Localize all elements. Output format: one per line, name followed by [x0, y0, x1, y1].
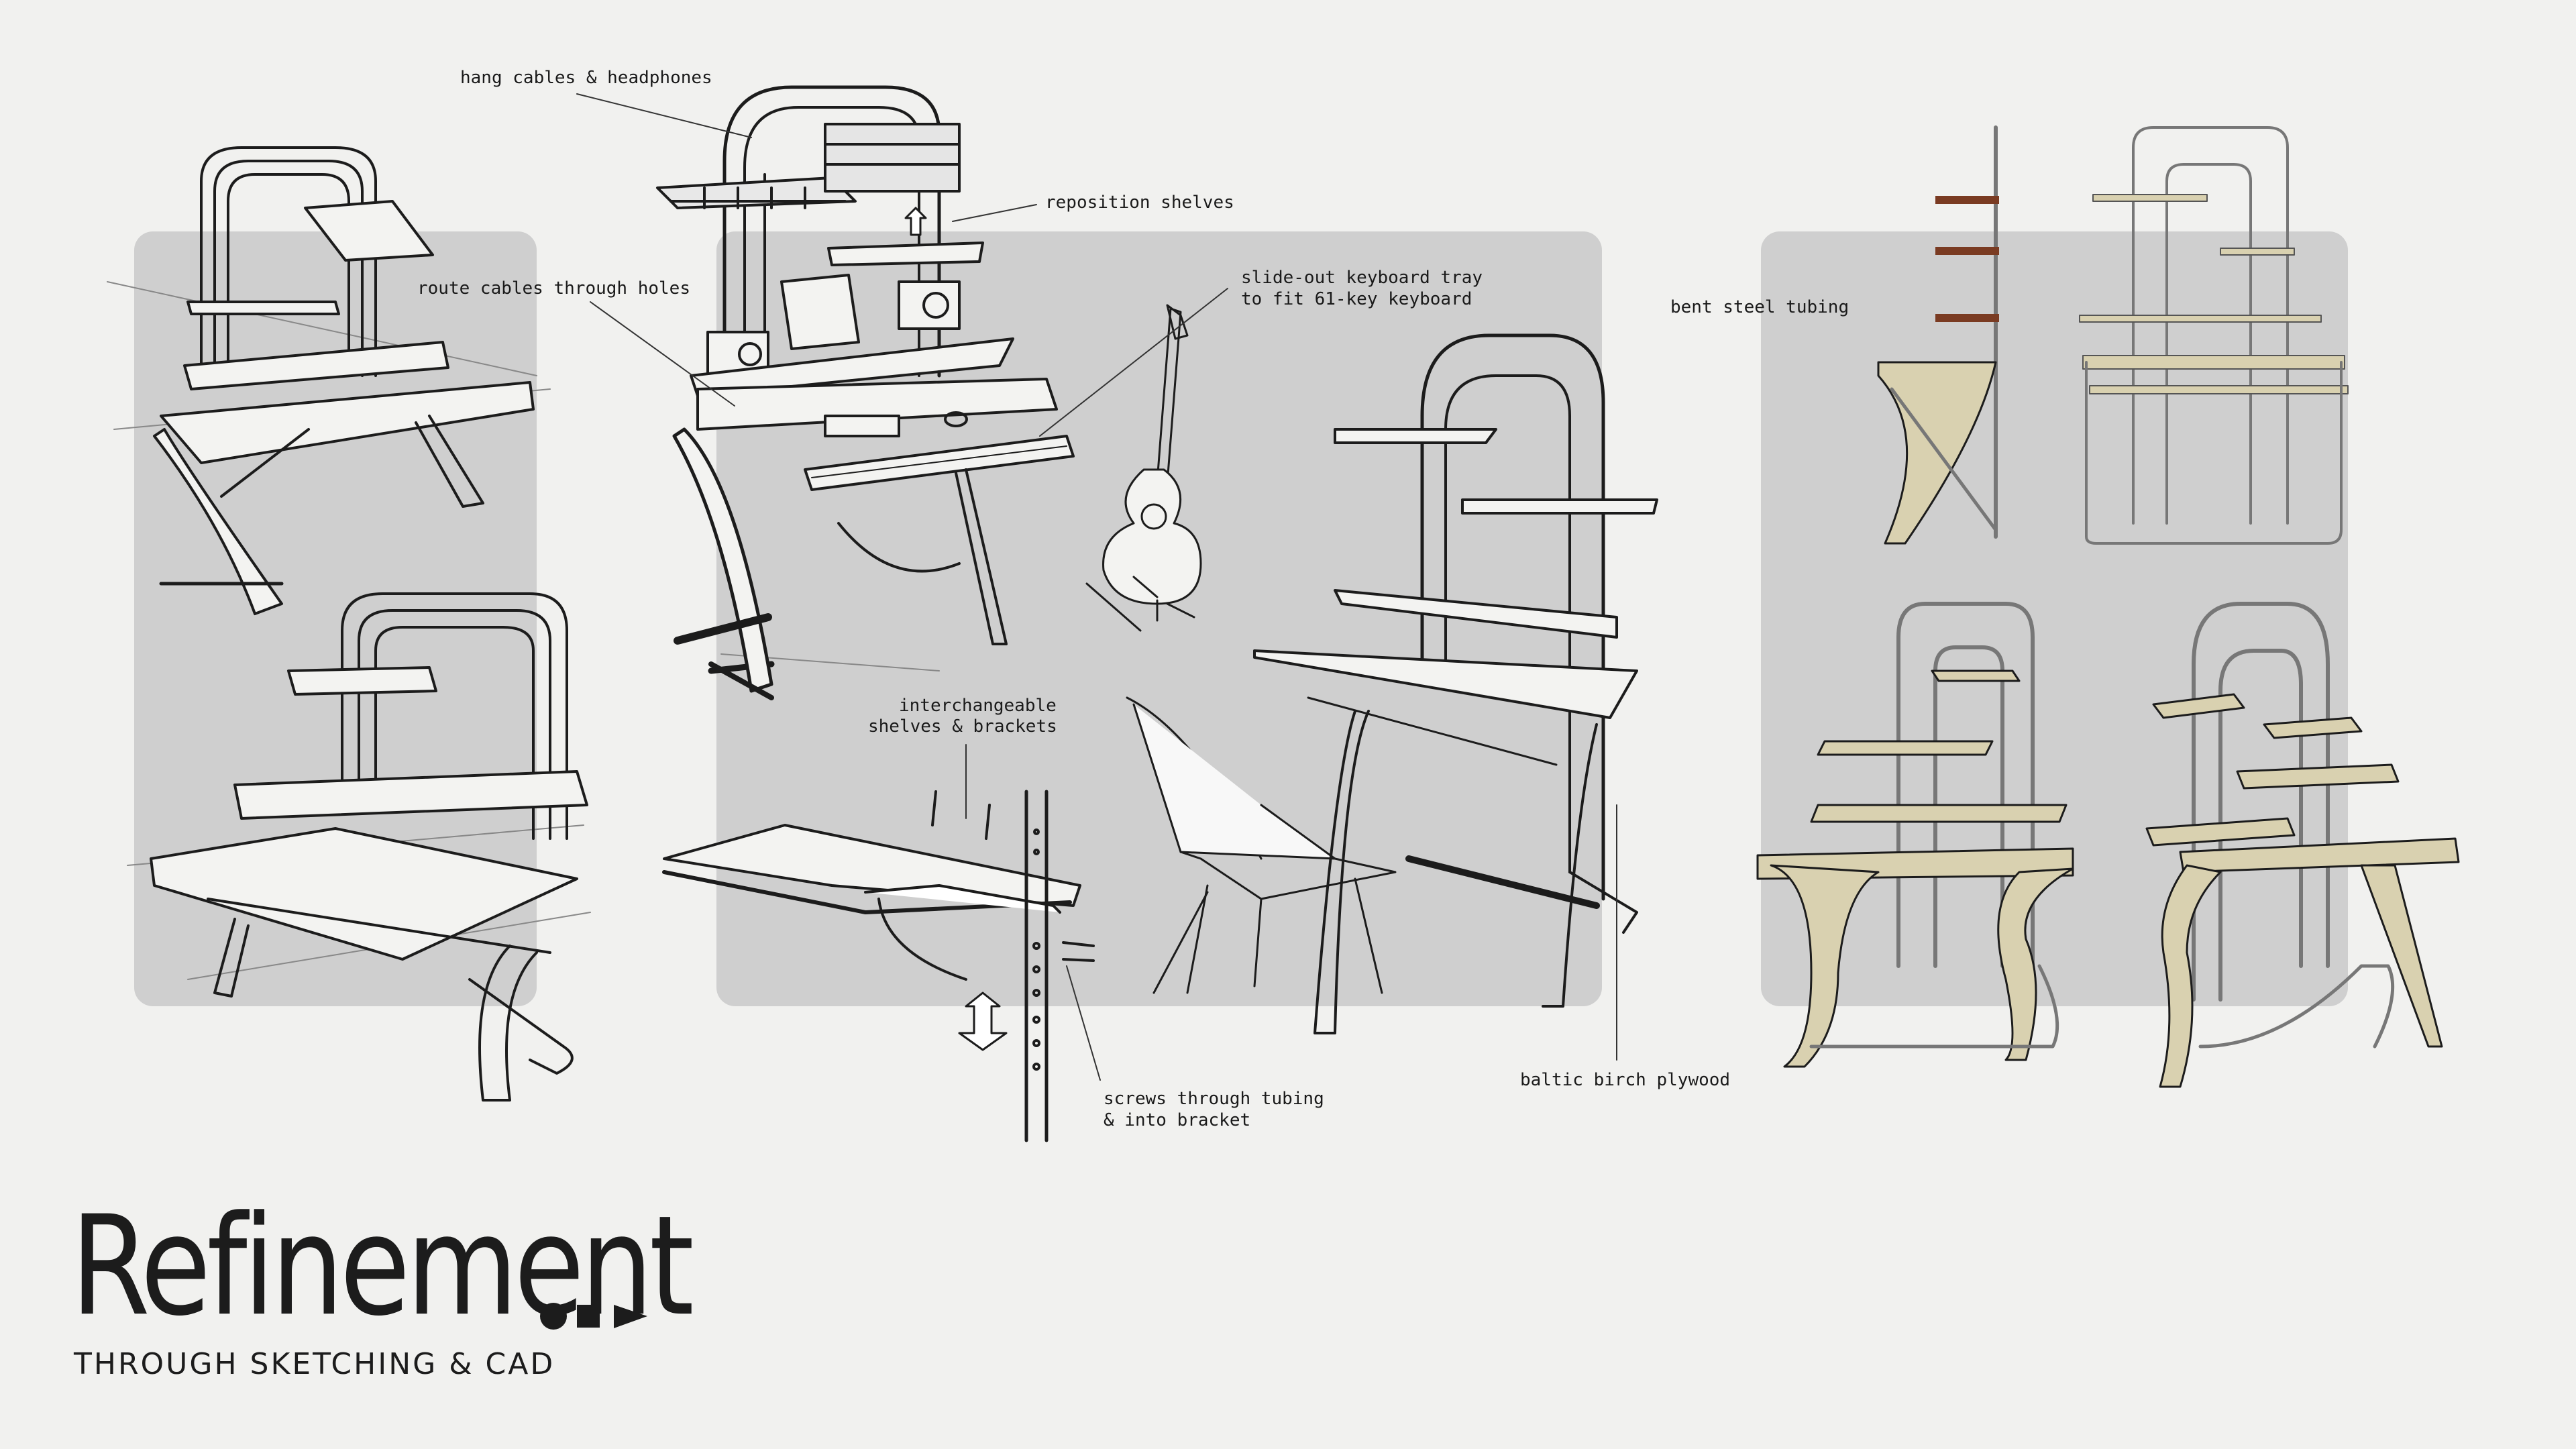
chair-desk-sketch	[1126, 333, 1658, 1034]
cad-side-view	[1877, 125, 1999, 545]
desk-sketch-top-left	[107, 146, 551, 615]
page-title: Refinement	[70, 1186, 694, 1346]
arrow-mark-icon	[540, 1303, 647, 1330]
desk-sketch-with-gear	[656, 85, 1075, 700]
annotation-screws-line1: screws through tubing	[1104, 1089, 1324, 1109]
annotation-interchangeable-line1: interchangeable	[899, 696, 1057, 716]
page-subtitle: THROUGH SKETCHING & CAD	[74, 1347, 555, 1381]
annotation-hang-cables: hang cables & headphones	[460, 68, 712, 88]
cad-front-view	[2079, 126, 2349, 545]
desk-sketch-bottom-left	[127, 592, 591, 1102]
annotation-keyboard-tray-line1: slide-out keyboard tray	[1241, 268, 1483, 288]
guitar-sketch	[1085, 304, 1202, 632]
annotation-bent-steel: bent steel tubing	[1670, 297, 1849, 317]
annotation-keyboard-tray-line2: to fit 61-key keyboard	[1241, 289, 1472, 309]
annotation-screws-line2: & into bracket	[1104, 1110, 1251, 1130]
annotation-route-cables: route cables through holes	[417, 278, 690, 299]
annotation-interchangeable-line2: shelves & brackets	[868, 716, 1057, 737]
annotation-leaders	[576, 93, 1617, 1081]
cad-perspective-right	[2145, 602, 2460, 1088]
annotation-plywood: baltic birch plywood	[1520, 1070, 1731, 1090]
annotation-reposition-shelves: reposition shelves	[1045, 193, 1234, 213]
cad-perspective-left	[1756, 602, 2074, 1068]
bracket-detail-sketch	[662, 790, 1095, 1142]
